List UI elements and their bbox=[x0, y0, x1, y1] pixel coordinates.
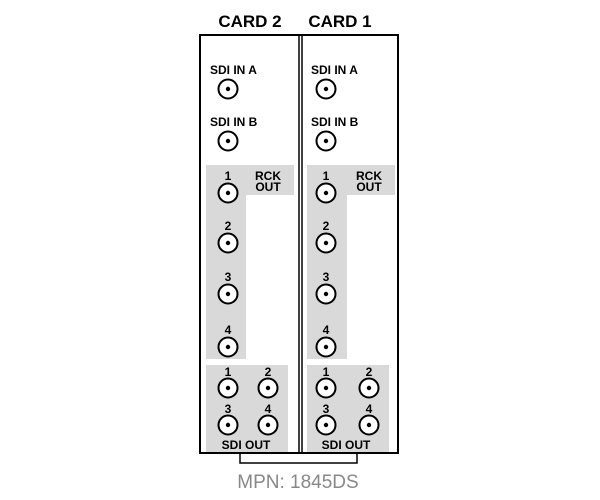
card-1-sdi-out-port-3-label: 3 bbox=[323, 402, 330, 416]
card-1-rck-out-label-2: OUT bbox=[356, 180, 382, 194]
card-1-sdi-out-port-2-label: 2 bbox=[366, 365, 373, 379]
card-1-sdi-out-port-4-label: 4 bbox=[366, 402, 373, 416]
card-1-rck-port-4-label: 4 bbox=[323, 323, 330, 337]
card-1-sdi-out-3-bnc-connector-icon bbox=[315, 414, 337, 436]
card-1-sdi-out-2-bnc-connector-icon bbox=[358, 377, 380, 399]
card-1-sdi-in-b-bnc-connector-icon bbox=[315, 130, 337, 152]
card-2-rck-port-2-label: 2 bbox=[225, 219, 232, 233]
card-1-rck-out-label-1: RCK bbox=[356, 169, 382, 183]
card-2-sdi-out-1-bnc-connector-icon bbox=[217, 377, 239, 399]
card-2-rck-out-label-1: RCK bbox=[255, 169, 281, 183]
card-1-rck-out-1-bnc-connector-icon bbox=[315, 182, 337, 204]
card-2-title: CARD 2 bbox=[218, 12, 281, 31]
card-2-rck-port-4-label: 4 bbox=[225, 323, 232, 337]
card-1-sdi-out-port-1-label: 1 bbox=[323, 365, 330, 379]
card-2: SDI IN A SDI IN B RCK OUT 1 2 3 4 1 2 3 … bbox=[210, 63, 281, 452]
card-2-sdi-out-2-bnc-connector-icon bbox=[257, 377, 279, 399]
card-2-sdi-out-port-2-label: 2 bbox=[265, 365, 272, 379]
card-1-rck-out-2-bnc-connector-icon bbox=[315, 232, 337, 254]
card-2-sdi-in-b-label: SDI IN B bbox=[210, 115, 258, 129]
bracket bbox=[239, 453, 358, 464]
card-2-sdi-in-b-bnc-connector-icon bbox=[217, 130, 239, 152]
card-1-sdi-out-4-bnc-connector-icon bbox=[358, 414, 380, 436]
card-2-sdi-in-a-label: SDI IN A bbox=[210, 63, 257, 77]
card-2-sdi-out-port-3-label: 3 bbox=[225, 402, 232, 416]
card-2-rck-port-3-label: 3 bbox=[225, 270, 232, 284]
card-2-rck-out-panel bbox=[206, 165, 294, 359]
card-2-sdi-out-port-1-label: 1 bbox=[225, 365, 232, 379]
card-2-rck-out-1-bnc-connector-icon bbox=[217, 182, 239, 204]
card-1-rck-port-3-label: 3 bbox=[323, 270, 330, 284]
card-1-rck-port-2-label: 2 bbox=[323, 219, 330, 233]
card-2-sdi-out-port-4-label: 4 bbox=[265, 402, 272, 416]
card-2-sdi-out-label: SDI OUT bbox=[222, 438, 271, 452]
card-1-sdi-in-a-label: SDI IN A bbox=[311, 63, 358, 77]
card-2-rck-out-4-bnc-connector-icon bbox=[217, 336, 239, 358]
card-1: SDI IN A SDI IN B RCK OUT 1 2 3 4 1 2 3 … bbox=[311, 63, 382, 452]
mpn-label: MPN: 1845DS bbox=[237, 472, 358, 493]
card-1-rck-port-1-label: 1 bbox=[323, 169, 330, 183]
card-2-rck-port-1-label: 1 bbox=[225, 169, 232, 183]
card-1-title: CARD 1 bbox=[308, 12, 371, 31]
card-2-rck-out-label-2: OUT bbox=[255, 180, 281, 194]
card-1-rck-out-panel bbox=[307, 165, 395, 359]
card-1-sdi-out-label: SDI OUT bbox=[322, 438, 371, 452]
card-2-rck-out-2-bnc-connector-icon bbox=[217, 232, 239, 254]
card-2-sdi-in-a-bnc-connector-icon bbox=[217, 78, 239, 100]
card-1-sdi-in-b-label: SDI IN B bbox=[311, 115, 359, 129]
card-2-sdi-out-panel bbox=[206, 365, 288, 452]
card-1-sdi-in-a-bnc-connector-icon bbox=[315, 78, 337, 100]
card-2-rck-out-3-bnc-connector-icon bbox=[217, 283, 239, 305]
card-1-rck-out-3-bnc-connector-icon bbox=[315, 283, 337, 305]
card-2-sdi-out-3-bnc-connector-icon bbox=[217, 414, 239, 436]
card-1-rck-out-4-bnc-connector-icon bbox=[315, 336, 337, 358]
card-1-sdi-out-1-bnc-connector-icon bbox=[315, 377, 337, 399]
card-2-sdi-out-4-bnc-connector-icon bbox=[257, 414, 279, 436]
